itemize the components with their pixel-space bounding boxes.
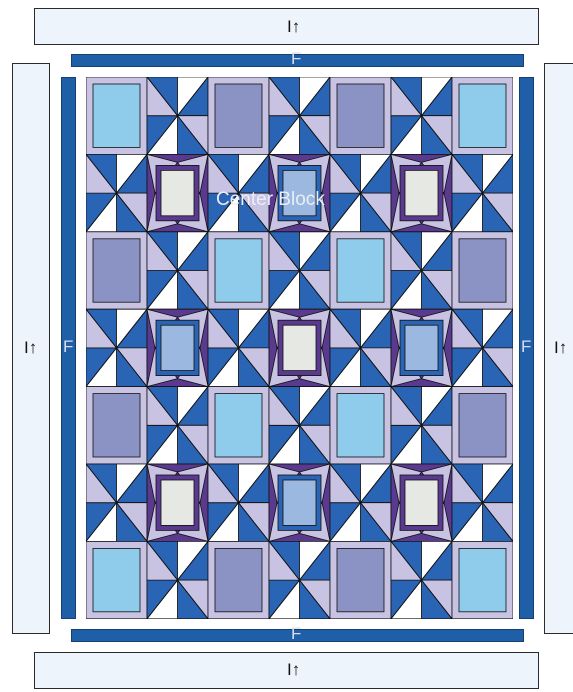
block-r7-c5 [337,548,384,611]
block-r2-c2-square [161,170,194,215]
block-r1-c1 [93,84,140,147]
block-r5-c7 [459,394,506,457]
block-r4-c4-square [283,325,316,370]
block-r4-c2-square [161,325,194,370]
block-r1-c7 [459,84,506,147]
block-r3-c4-pinwheel [269,232,330,309]
block-r1-c6-pinwheel [391,77,452,154]
block-r7-c7 [459,548,506,611]
quilt-center [86,77,513,619]
block-r7-c4-pinwheel [269,541,330,618]
block-r6-c3-pinwheel [208,464,269,541]
block-r7-c1 [93,548,140,611]
block-r1-c2-pinwheel [147,77,208,154]
right-inner-border-label: F [521,338,531,355]
block-r6-c2-square [161,480,194,525]
block-r3-c6-pinwheel [391,232,452,309]
block-r7-c2-pinwheel [147,541,208,618]
left-inner-border-label: F [63,338,73,355]
block-r6-c7-pinwheel [452,464,513,541]
block-r5-c2-pinwheel [147,387,208,464]
center-block-label: Center Block [216,189,325,211]
block-r5-c4-pinwheel [269,387,330,464]
block-r4-c7-pinwheel [452,309,513,386]
bottom-border-arrow-label: I↑ [287,661,300,678]
block-r2-c5-pinwheel [330,154,391,231]
block-r6-c5-pinwheel [330,464,391,541]
top-inner-border-label: F [291,50,301,67]
block-r2-c7-pinwheel [452,154,513,231]
block-r5-c1 [93,394,140,457]
block-r3-c2-pinwheel [147,232,208,309]
top-border-arrow-label: I↑ [287,18,300,35]
left-border-arrow-label: I↑ [24,339,37,356]
block-r5-c6-pinwheel [391,387,452,464]
block-r7-c6-pinwheel [391,541,452,618]
bottom-inner-border-label: F [291,625,301,642]
block-r5-c3 [215,394,262,457]
right-border-arrow-label: I↑ [554,339,567,356]
block-r4-c5-pinwheel [330,309,391,386]
block-r6-c1-pinwheel [86,464,147,541]
block-r1-c4-pinwheel [269,77,330,154]
block-r1-c5 [337,84,384,147]
block-r2-c6-square [405,170,438,215]
block-r3-c1 [93,239,140,302]
block-r7-c3 [215,548,262,611]
block-r2-c1-pinwheel [86,154,147,231]
block-r1-c3 [215,84,262,147]
block-r4-c3-pinwheel [208,309,269,386]
block-r5-c5 [337,394,384,457]
block-r3-c5 [337,239,384,302]
block-r3-c7 [459,239,506,302]
block-r4-c6-square [405,325,438,370]
block-r4-c1-pinwheel [86,309,147,386]
block-r3-c3 [215,239,262,302]
block-r6-c4-square [283,480,316,525]
block-r6-c6-square [405,480,438,525]
